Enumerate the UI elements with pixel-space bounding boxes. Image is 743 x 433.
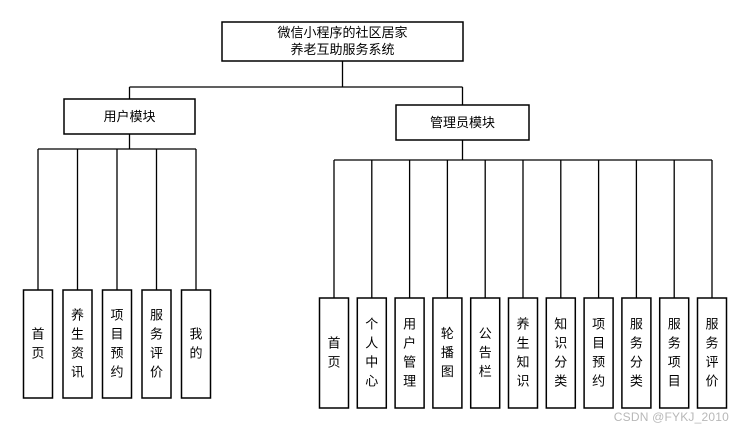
admin-module-child-item: 用户管理 [394,297,425,409]
admin-module-title: 管理员模块 [430,116,495,131]
user-module-child-item-box [22,289,54,399]
user-module-child-item-label: 我的 [189,328,202,362]
watermark: CSDN @FYKJ_2010 [613,410,729,424]
admin-module-child-item: 服务分类 [621,297,652,409]
connector-lines [37,61,713,298]
admin-module-child-item-box [394,297,425,409]
admin-module-child-item: 个人中心 [356,297,388,409]
admin-module-children: 首页 个人中心 用户管理 轮播图 公告栏 养生知识 知识分类 项目预约 服务分类 服务项目 服务评价 [318,297,728,409]
admin-module-child-item-box [621,297,652,409]
admin-module-child-item-box [356,297,388,409]
user-module-child-item-box [180,289,212,399]
admin-module-child-item-box [507,297,539,409]
admin-module-child-item-label: 服务分类 [630,318,643,390]
admin-module-child-item-box [318,297,350,409]
admin-module-child-item-label: 服务项目 [668,318,681,390]
admin-module-child-item: 项目预约 [583,297,614,409]
user-module-child-item-label: 服务评价 [150,309,163,381]
admin-module-child-item: 首页 [318,297,350,409]
user-module-child-item-label: 项目预约 [110,309,123,381]
admin-module-child-item-label: 公告栏 [479,327,492,380]
admin-module-child-item-label: 知识分类 [554,317,567,390]
admin-module-child-item-label: 用户管理 [403,318,416,390]
admin-module-child-item: 轮播图 [432,297,463,409]
admin-module-node: 管理员模块 [395,104,530,141]
admin-module-child-item-box [432,297,463,409]
admin-module-child-item-label: 个人中心 [365,318,378,390]
admin-module-child-item: 服务项目 [658,297,690,409]
user-module-child-item-box [141,289,172,399]
user-module-child-item-box [101,289,133,399]
admin-module-child-item: 知识分类 [545,297,577,409]
admin-module-child-item: 养生知识 [507,297,539,409]
user-module-child-item-label: 首页 [31,328,44,362]
user-module-child-item-label: 养生资讯 [71,308,84,381]
admin-module-child-item-label: 轮播图 [441,327,454,380]
admin-module-child-item: 服务评价 [696,297,728,409]
root-title-line-2: 养老互助服务系统 [290,42,394,58]
admin-module-child-item-label: 服务评价 [705,318,718,390]
admin-module-child-item-box [658,297,690,409]
user-module-child-item: 项目预约 [101,289,133,399]
admin-module-child-item: 公告栏 [469,297,501,409]
user-module-child-item: 首页 [22,289,54,399]
user-module-child-item: 养生资讯 [62,289,93,399]
root-title-line-1: 微信小程序的社区居家 [277,25,407,41]
user-module-title: 用户模块 [103,109,155,125]
admin-module-child-item-label: 项目预约 [592,318,605,390]
user-module-child-item-box [62,289,93,399]
user-module-node: 用户模块 [63,98,196,135]
user-module-children: 首页 养生资讯 项目预约 服务评价 我的 [22,289,212,399]
root-node: 微信小程序的社区居家 养老互助服务系统 [221,21,464,62]
admin-module-child-item-label: 养生知识 [516,317,529,390]
user-module-child-item: 服务评价 [141,289,172,399]
user-module-child-item: 我的 [180,289,212,399]
admin-module-child-item-box [469,297,501,409]
admin-module-child-item-box [696,297,728,409]
admin-module-child-item-label: 首页 [327,337,340,371]
admin-module-child-item-box [545,297,577,409]
admin-module-child-item-box [583,297,614,409]
